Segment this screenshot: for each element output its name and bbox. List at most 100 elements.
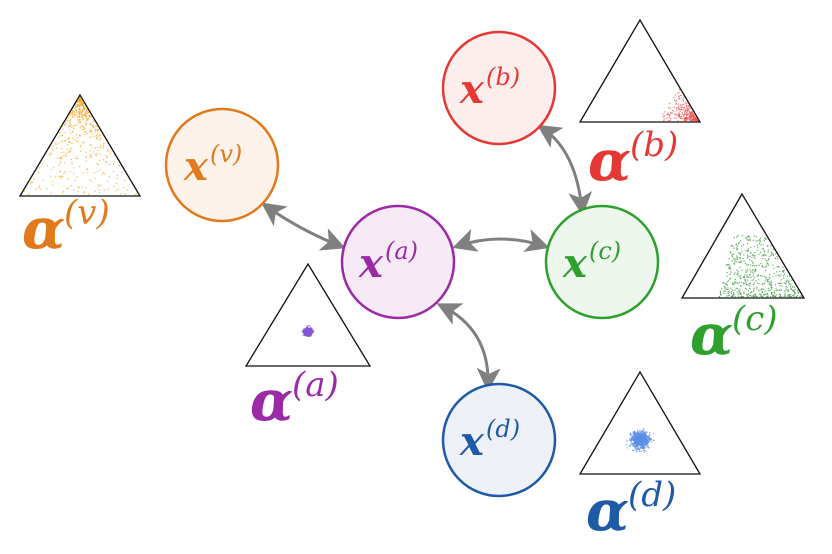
simplex-sample-dot [785, 281, 788, 283]
simplex-sample-dot [81, 117, 84, 119]
simplex-sample-dot [117, 188, 120, 190]
alpha-d-symbol: α [586, 478, 629, 544]
simplex-sample-dot [745, 249, 747, 252]
simplex-sample-dot [648, 434, 650, 437]
simplex-sample-dot [747, 255, 749, 258]
simplex-sample-dot [638, 441, 640, 443]
simplex-sample-dot [764, 290, 766, 293]
simplex-sample-dot [686, 107, 688, 110]
simplex-sample-dot [100, 153, 102, 155]
simplex-sample-dot [739, 266, 741, 269]
simplex-sample-dot [797, 291, 799, 293]
simplex-sample-dot [745, 271, 747, 274]
simplex-sample-dot [75, 105, 77, 107]
simplex-sample-dot [734, 258, 736, 260]
simplex-sample-dot [764, 254, 766, 256]
simplex-sample-dot [740, 285, 742, 287]
simplex-sample-dot [764, 280, 766, 282]
simplex-sample-dot [737, 296, 740, 298]
simplex-sample-dot [754, 295, 756, 298]
simplex-sample-dot [61, 125, 64, 128]
simplex-sample-dot [59, 175, 62, 178]
simplex-sample-dot [733, 236, 735, 239]
simplex-sample-dot [748, 293, 750, 296]
simplex-sample-dot [93, 172, 96, 174]
simplex-sample-dot [790, 288, 792, 290]
simplex-sample-dot [89, 179, 91, 181]
simplex-sample-dot [100, 184, 102, 186]
simplex-sample-dot [303, 333, 306, 336]
simplex-sample-dot [746, 264, 748, 266]
simplex-sample-dot [97, 132, 99, 134]
simplex-sample-dot [72, 173, 75, 175]
simplex-sample-dot [65, 152, 68, 155]
simplex-sample-dot [646, 443, 649, 445]
simplex-sample-dot [754, 271, 756, 273]
alpha-c-symbol: α [690, 302, 733, 368]
simplex-sample-dot [793, 286, 796, 288]
simplex-sample-dot [102, 172, 105, 174]
simplex-sample-dot [678, 95, 680, 97]
simplex-sample-dot [60, 151, 62, 154]
simplex-sample-dot [85, 160, 87, 162]
simplex-sample-dot [690, 116, 692, 118]
simplex-sample-dot [790, 293, 792, 296]
simplex-sample-dot [761, 287, 763, 290]
simplex-sample-dot [768, 255, 771, 257]
simplex-sample-dot [69, 132, 72, 134]
simplex-sample-dot [743, 275, 745, 278]
simplex-sample-dot [673, 106, 675, 108]
simplex-sample-dot [94, 131, 97, 133]
simplex-sample-dot [770, 288, 773, 290]
simplex-sample-dot [759, 237, 762, 239]
simplex-sample-dot [640, 444, 642, 446]
simplex-sample-dot [123, 179, 126, 182]
alpha-a-symbol: α [250, 368, 293, 434]
simplex-sample-dot [683, 106, 685, 109]
simplex-sample-dot [759, 293, 761, 295]
simplex-sample-dot [734, 261, 736, 263]
simplex-sample-dot [639, 437, 641, 439]
simplex-sample-dot [634, 440, 636, 442]
simplex-sample-dot [305, 329, 307, 331]
node-b: x (b) [441, 30, 557, 146]
simplex-sample-dot [92, 124, 95, 127]
simplex-sample-dot [306, 334, 308, 336]
simplex-sample-dot [77, 120, 80, 122]
simplex-sample-dot [98, 185, 100, 187]
simplex-sample-dot [650, 441, 652, 443]
simplex-sample-dot [767, 264, 770, 266]
simplex-sample-dot [103, 173, 106, 175]
simplex-sample-dot [694, 116, 696, 118]
simplex-sample-dot [742, 295, 745, 298]
simplex-sample-dot [83, 192, 85, 194]
simplex-sample-dot [736, 248, 739, 250]
simplex-sample-dot [38, 185, 40, 187]
simplex-sample-dot [82, 142, 85, 144]
node-d-superscript: (d) [486, 415, 520, 443]
simplex-sample-dot [633, 449, 635, 451]
simplex-sample-dot [796, 295, 799, 297]
simplex-sample-dot [71, 137, 74, 140]
simplex-sample-dot [787, 294, 790, 296]
simplex-sample-dot [65, 155, 67, 157]
simplex-sample-dot [762, 296, 764, 298]
simplex-sample-dot [743, 277, 746, 279]
simplex-sample-dot [746, 276, 749, 278]
simplex-sample-dot [88, 115, 90, 117]
simplex-sample-dot [769, 295, 772, 298]
simplex-sample-dot [69, 114, 72, 117]
simplex-sample-dot [792, 290, 794, 292]
simplex-sample-dot [788, 284, 790, 286]
simplex-sample-dot [105, 154, 107, 156]
simplex-sample-dot [81, 102, 83, 104]
simplex-sample-dot [736, 245, 739, 247]
simplex-sample-dot [74, 179, 77, 181]
simplex-sample-dot [749, 238, 751, 240]
simplex-sample-dot [667, 107, 670, 109]
simplex-sample-dot [685, 111, 687, 114]
simplex-sample-dot [84, 115, 87, 117]
simplex-sample-dot [785, 290, 787, 292]
simplex-sample-dot [753, 282, 756, 284]
simplex-sample-dot [636, 439, 638, 441]
